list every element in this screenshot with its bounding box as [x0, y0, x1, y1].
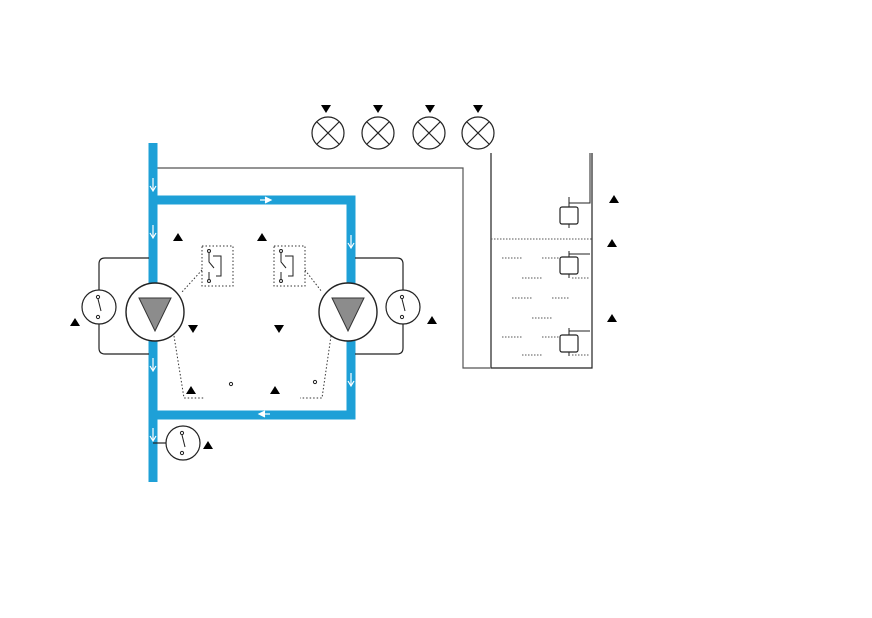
lamps-row	[311, 105, 495, 150]
marker-up	[607, 239, 617, 247]
marker-up	[257, 233, 267, 241]
marker-down	[274, 325, 284, 333]
marker-up	[427, 316, 437, 324]
pressure-switch-left	[81, 289, 117, 325]
float-switch-icon	[559, 334, 579, 353]
marker-up	[70, 318, 80, 326]
flow-arrow-down	[149, 225, 157, 240]
marker-up	[186, 386, 196, 394]
marker-up	[270, 386, 280, 394]
signal-line	[153, 167, 490, 369]
pressure-switch-bottom	[153, 425, 201, 461]
flow-arrow-down	[347, 373, 355, 388]
float-switch-1	[559, 153, 591, 228]
marker-down	[188, 325, 198, 333]
pump-left	[125, 282, 185, 342]
float-switch-3	[559, 328, 590, 356]
level-switch-left	[201, 245, 234, 287]
marker-up	[173, 233, 183, 241]
flow-arrow-down	[347, 235, 355, 250]
lamp-icon	[316, 121, 340, 145]
pump-icon	[331, 297, 365, 333]
dotted-connections	[173, 269, 332, 399]
float-switch-icon	[559, 206, 579, 225]
marker-up	[609, 195, 619, 203]
lamp-3	[412, 105, 446, 150]
pump-right	[318, 282, 378, 342]
flow-arrows	[149, 178, 355, 443]
markers	[70, 195, 619, 449]
lamp-icon	[366, 121, 390, 145]
pressure-switch-right	[385, 289, 421, 325]
tank	[490, 153, 593, 369]
flow-arrow-down	[149, 358, 157, 373]
lamp-icon	[417, 121, 441, 145]
flow-arrow-right	[260, 196, 273, 204]
flow-arrow-down	[149, 178, 157, 193]
marker-up	[203, 441, 213, 449]
float-switch-2	[559, 251, 590, 278]
lamp-1	[311, 105, 345, 150]
level-switch-right	[273, 245, 306, 287]
flow-arrow-down	[149, 428, 157, 443]
lamp-icon	[466, 121, 490, 145]
float-switch-icon	[559, 256, 579, 275]
marker-up	[607, 314, 617, 322]
pump-icon	[138, 297, 172, 333]
lamp-4	[461, 105, 495, 150]
water-ripples	[502, 257, 590, 356]
lamp-2	[361, 105, 395, 150]
flow-arrow-left	[257, 410, 270, 418]
